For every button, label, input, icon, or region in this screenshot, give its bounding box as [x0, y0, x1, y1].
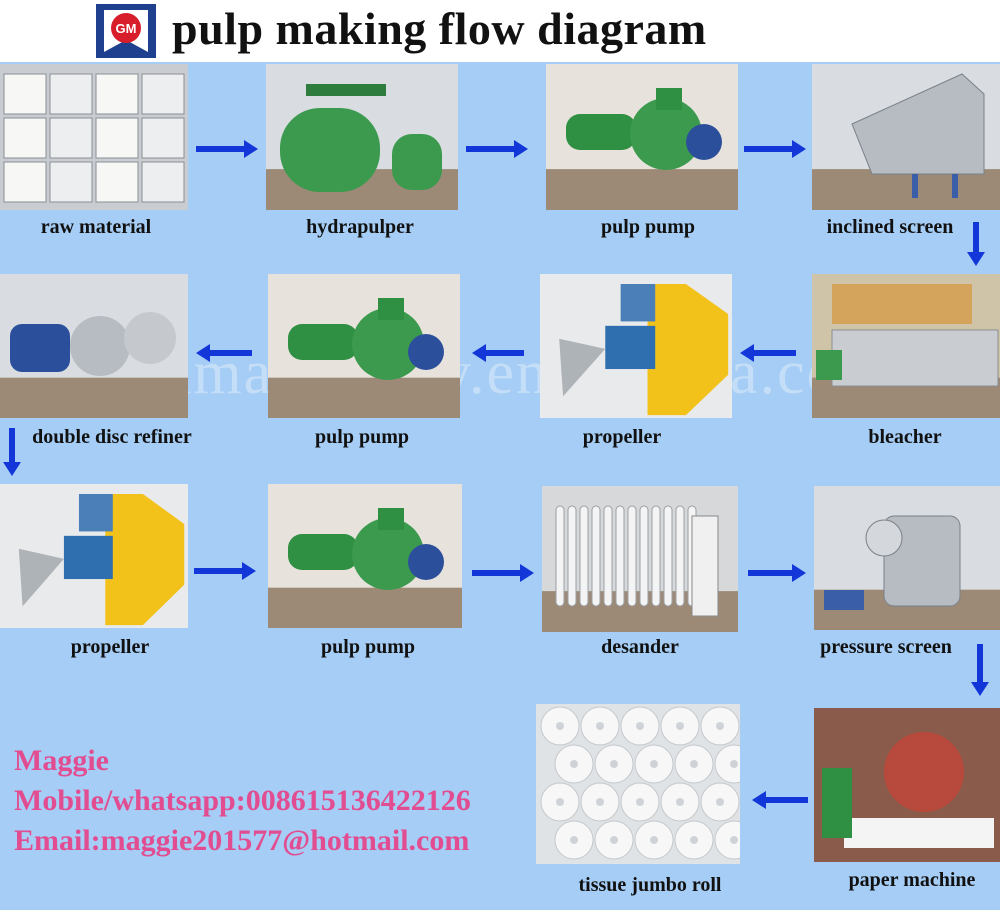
step-photo-3 [546, 64, 738, 210]
step-photo-12 [814, 486, 1000, 630]
step-label-3: pulp pump [601, 216, 695, 238]
pump-photo [268, 274, 460, 418]
screen-photo [812, 64, 1000, 210]
tank-photo [266, 64, 458, 210]
step-photo-14 [536, 704, 740, 864]
desander-photo [542, 486, 738, 632]
contact-mobile: Mobile/whatsapp:008615136422126 [14, 784, 471, 817]
step-photo-13 [814, 708, 1000, 862]
step-photo-2 [266, 64, 458, 210]
step-label-8: double disc refiner [32, 426, 192, 448]
logo-letters: GM [116, 21, 137, 36]
step-photo-10 [268, 484, 462, 628]
bleacher-photo [812, 274, 1000, 418]
step-photo-11 [542, 486, 738, 632]
step-photo-8 [0, 274, 188, 418]
step-label-13: paper machine [848, 869, 976, 891]
pump-photo [546, 64, 738, 210]
step-photo-9 [0, 484, 188, 628]
gm-logo-icon: GM [96, 4, 156, 58]
step-photo-4 [812, 64, 1000, 210]
pump-photo [268, 484, 462, 628]
page-title: pulp making flow diagram [172, 3, 707, 54]
step-label-5: bleacher [868, 426, 942, 448]
step-label-10: pulp pump [321, 636, 415, 658]
refiner-photo [0, 274, 188, 418]
step-label-7: pulp pump [315, 426, 409, 448]
step-photo-5 [812, 274, 1000, 418]
step-photo-1 [0, 64, 188, 210]
step-label-1: raw material [40, 216, 152, 238]
step-label-6: propeller [582, 426, 662, 448]
contact-name: Maggie [14, 744, 109, 777]
step-label-4: inclined screen [826, 216, 954, 238]
jumbo-roll-photo [536, 704, 740, 864]
propeller-photo [540, 274, 732, 418]
step-label-9: propeller [70, 636, 150, 658]
pressure-screen-photo [814, 486, 1000, 630]
step-photo-7 [268, 274, 460, 418]
propeller-photo [0, 484, 188, 628]
stacked-paper-photo [0, 64, 188, 210]
step-label-11: desander [601, 636, 679, 658]
step-photo-6 [540, 274, 732, 418]
header: GM pulp making flow diagram [0, 0, 1000, 62]
contact-email: Email:maggie201577@hotmail.com [14, 824, 470, 857]
step-label-12: pressure screen [820, 636, 952, 658]
step-label-14: tissue jumbo roll [578, 874, 722, 896]
step-label-2: hydrapulper [306, 216, 414, 238]
paper-machine-photo [814, 708, 1000, 862]
